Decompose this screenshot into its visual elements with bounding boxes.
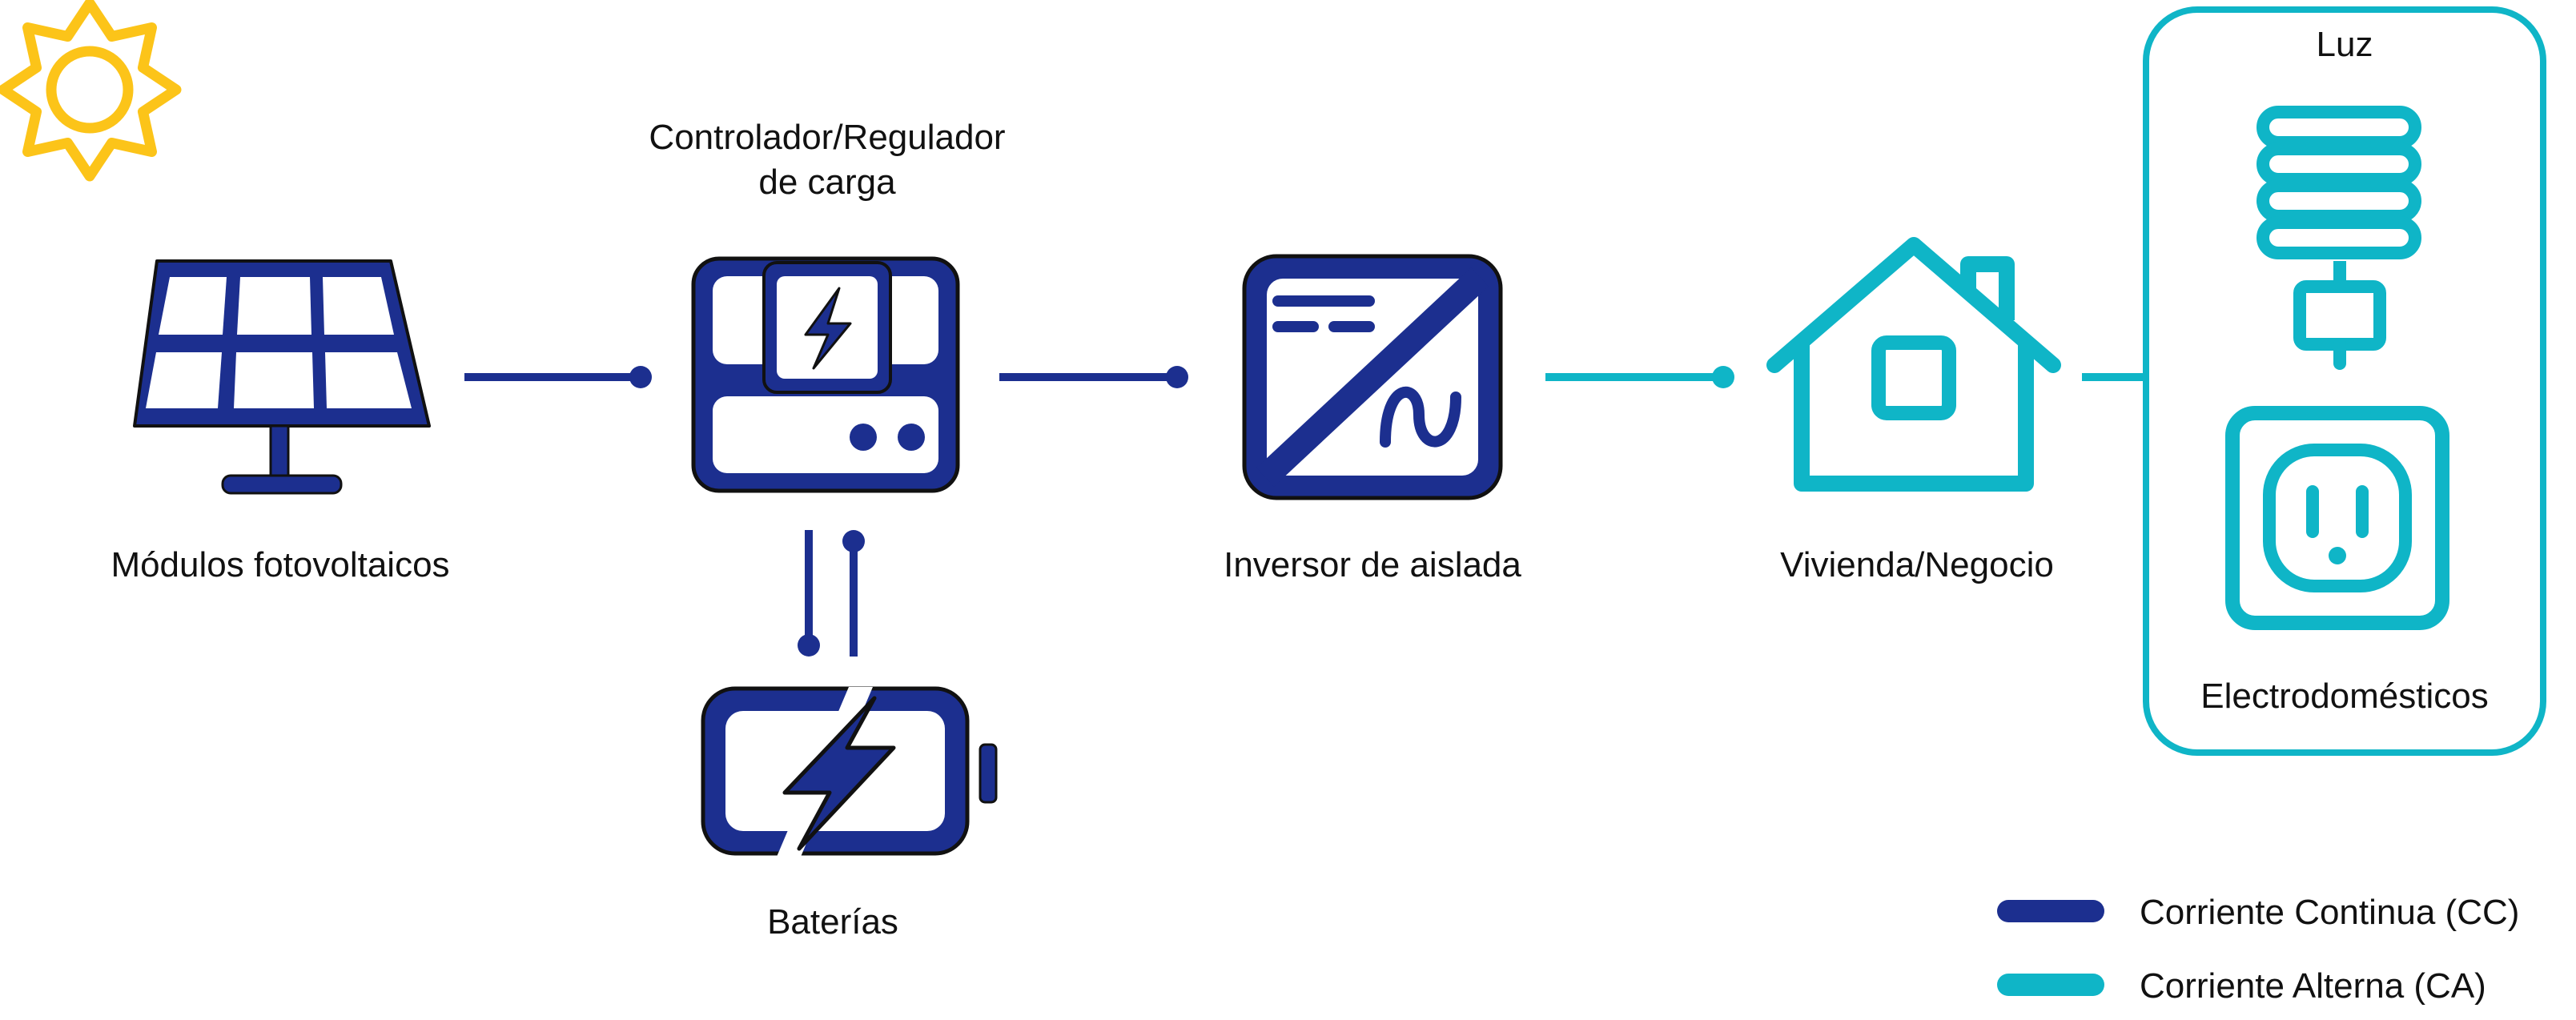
dc-connector-controller-battery	[798, 530, 865, 657]
solar-panel-label: Módulos fotovoltaicos	[111, 545, 449, 584]
controller-label-line1: Controlador/Regulador	[649, 118, 1005, 157]
legend-ac-swatch	[1997, 974, 2104, 996]
appliances-label: Electrodomésticos	[2200, 677, 2488, 716]
light-label: Luz	[2317, 25, 2373, 64]
inverter-label: Inversor de aislada	[1224, 545, 1521, 584]
dc-connector-panel-controller	[464, 366, 652, 388]
light-bulb-icon	[2257, 106, 2421, 370]
ac-connector-inverter-house	[1545, 366, 1734, 388]
charge-controller-icon	[691, 256, 960, 493]
legend-dc-label: Corriente Continua (CC)	[2140, 893, 2519, 932]
legend-dc-swatch	[1997, 900, 2104, 922]
battery-icon	[701, 686, 998, 857]
inverter-icon	[1242, 254, 1503, 500]
loads-box	[2143, 6, 2546, 756]
power-outlet-icon	[2225, 406, 2449, 630]
legend: Corriente Continua (CC) Corriente Altern…	[1997, 893, 2519, 1006]
solar-panel-icon	[133, 259, 431, 495]
controller-label-line2: de carga	[758, 163, 896, 202]
house-label: Vivienda/Negocio	[1780, 545, 2054, 584]
sun-icon	[0, 0, 182, 182]
house-icon	[1766, 237, 2061, 492]
legend-ac-label: Corriente Alterna (CA)	[2140, 966, 2486, 1006]
dc-connector-controller-inverter	[999, 366, 1188, 388]
battery-label: Baterías	[767, 902, 898, 942]
